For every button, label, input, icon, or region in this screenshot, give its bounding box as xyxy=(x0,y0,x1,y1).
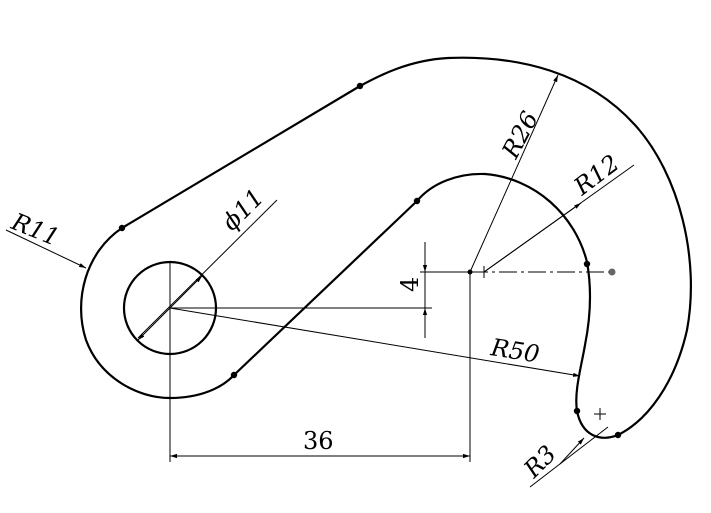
dim-r11: R11 xyxy=(5,207,87,269)
r3-label: R3 xyxy=(518,440,562,484)
dim-4: 4 xyxy=(170,242,470,338)
hook-outline xyxy=(79,56,692,439)
r12-label: R12 xyxy=(568,149,624,201)
r26-label: R26 xyxy=(496,107,544,164)
tangent-points xyxy=(118,82,622,439)
dim-r50: R50 xyxy=(169,307,581,377)
four-label: 4 xyxy=(396,277,424,292)
r50-label: R50 xyxy=(488,333,541,368)
r11-label: R11 xyxy=(7,207,63,252)
r3-center-mark xyxy=(594,408,606,420)
dim-36: 36 xyxy=(169,272,471,462)
thirty-six-label: 36 xyxy=(303,427,334,455)
center-point xyxy=(608,268,616,276)
phi11-label: ϕ11 xyxy=(216,183,269,236)
